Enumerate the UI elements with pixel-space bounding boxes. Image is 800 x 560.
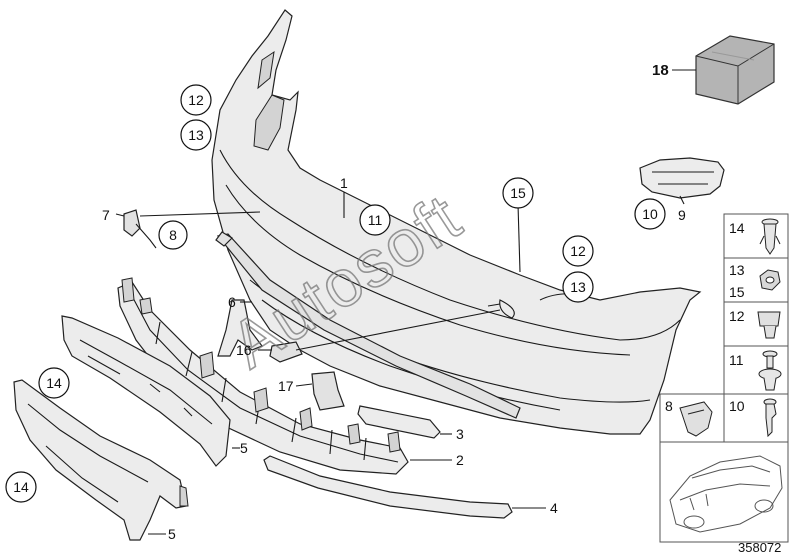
label-9: 9 — [678, 207, 686, 223]
label-13b: 13 — [570, 279, 586, 295]
label-1: 1 — [340, 175, 348, 191]
plate-17-part — [311, 371, 345, 411]
label-2: 2 — [456, 452, 464, 468]
callout-circle-10 — [634, 198, 666, 230]
label-12a: 12 — [188, 92, 204, 108]
panel-label-14: 14 — [729, 220, 745, 236]
hardware-panel: 14 13 15 12 11 10 8 — [659, 213, 789, 543]
callout-circle-14b — [5, 471, 37, 503]
callout-circle-12b — [562, 235, 594, 267]
label-18: 18 — [652, 62, 669, 79]
label-5a: 5 — [240, 440, 248, 456]
front-plate-part — [13, 379, 189, 541]
label-5b: 5 — [168, 526, 176, 542]
label-14b: 14 — [13, 479, 29, 495]
panel-label-8: 8 — [665, 398, 673, 414]
label-7: 7 — [102, 207, 110, 223]
callout-circle-14a — [38, 367, 70, 399]
label-8: 8 — [169, 227, 177, 243]
label-13a: 13 — [188, 127, 204, 143]
leader-lines — [115, 69, 696, 535]
tow-cover-part — [123, 209, 141, 237]
callout-circle-13a — [180, 119, 212, 151]
label-4: 4 — [550, 500, 558, 516]
label-14a: 14 — [46, 375, 62, 391]
diagram-number: 358072 — [738, 540, 781, 555]
expanding-rivet-icon — [758, 350, 782, 391]
clip-8-icon — [679, 401, 713, 437]
support-bracket-part — [217, 299, 263, 357]
car-outline-icon — [669, 455, 783, 533]
panel-label-11: 11 — [729, 352, 744, 368]
callout-circle-11 — [359, 204, 391, 236]
callout-circle-12a — [180, 84, 212, 116]
label-6: 6 — [228, 294, 236, 310]
screw-rivet-icon — [763, 398, 777, 438]
box-18-part — [695, 35, 775, 105]
label-11: 11 — [368, 212, 383, 228]
trim-strip-part — [215, 231, 521, 419]
callout-circle-13b — [562, 271, 594, 303]
panel-label-13: 13 — [729, 262, 745, 278]
label-10: 10 — [642, 206, 658, 222]
label-15: 15 — [510, 185, 526, 201]
push-rivet-icon — [759, 218, 781, 255]
hex-nut-icon — [759, 269, 781, 291]
label-16: 16 — [236, 342, 252, 358]
plate-carrier-part — [61, 315, 231, 467]
panel-label-12: 12 — [729, 308, 745, 324]
label-3: 3 — [456, 426, 464, 442]
panel-label-15: 15 — [729, 284, 745, 300]
strip-3-part — [357, 405, 441, 439]
callout-circle-8 — [158, 220, 188, 250]
bracket-9-part — [639, 157, 725, 199]
spreader-clip-icon — [757, 311, 781, 339]
label-17: 17 — [278, 378, 294, 394]
label-12b: 12 — [570, 243, 586, 259]
callout-circle-15 — [502, 177, 534, 209]
panel-label-10: 10 — [729, 398, 745, 414]
spoiler-4-part — [263, 455, 513, 519]
retainer-16-part — [269, 341, 303, 363]
